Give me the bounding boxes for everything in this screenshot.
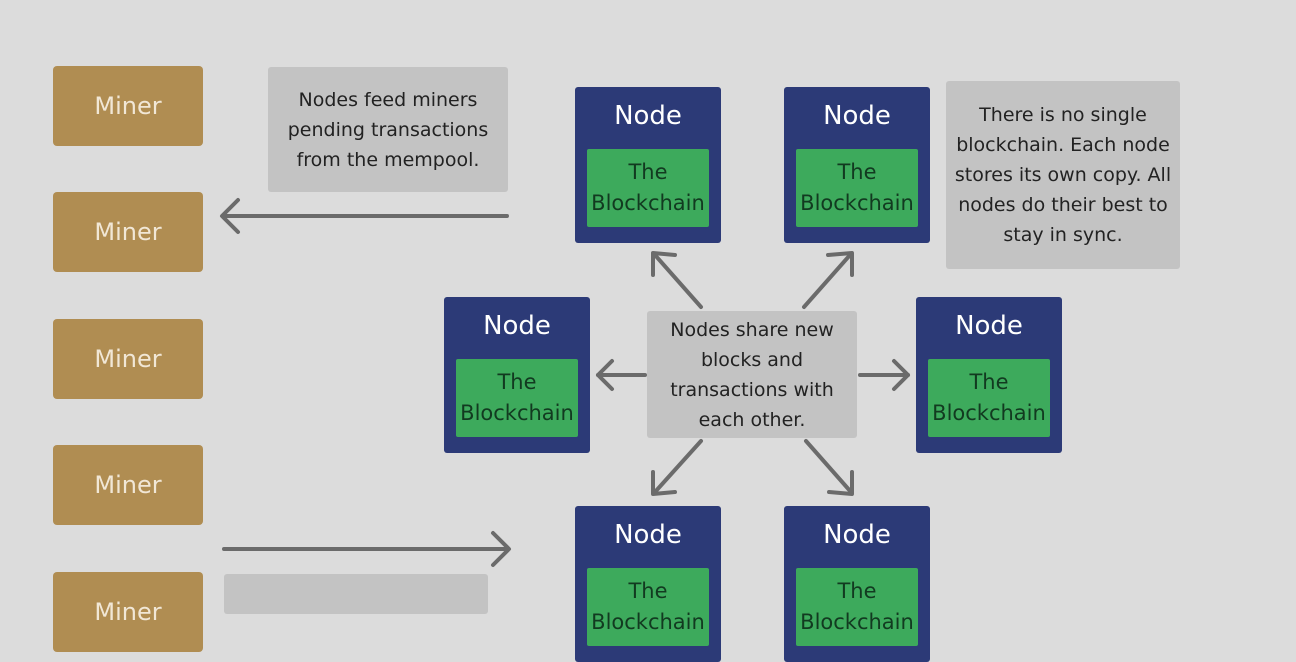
node-title: Node <box>955 311 1023 341</box>
note-share-text: Nodes share new blocks and transactions … <box>670 318 834 431</box>
blockchain-box: The Blockchain <box>587 149 709 227</box>
arrows-layer <box>220 198 910 567</box>
miner-box: Miner <box>53 319 203 399</box>
blockchain-label: The Blockchain <box>591 160 705 215</box>
node-title: Node <box>614 520 682 550</box>
arrow-down-right <box>804 439 854 496</box>
note-feed-text: Nodes feed miners pending transactions f… <box>287 88 489 171</box>
blockchain-box: The Blockchain <box>796 149 918 227</box>
note-single-blockchain: There is no single blockchain. Each node… <box>946 81 1180 269</box>
note-feed-miners: Nodes feed miners pending transactions f… <box>268 67 508 192</box>
miner-box: Miner <box>53 66 203 146</box>
node-title: Node <box>614 101 682 131</box>
arrow-down-left <box>651 439 703 496</box>
arrow-left <box>596 359 647 391</box>
miner-label: Miner <box>94 92 162 120</box>
miner-box: Miner <box>53 445 203 525</box>
note-single-text: There is no single blockchain. Each node… <box>954 104 1172 246</box>
blockchain-box: The Blockchain <box>456 359 578 437</box>
miner-label: Miner <box>94 471 162 499</box>
node-box: Node The Blockchain <box>444 297 590 453</box>
blockchain-label: The Blockchain <box>460 370 574 425</box>
node-title: Node <box>483 311 551 341</box>
arrow-to-miners <box>220 198 509 234</box>
arrow-from-miners <box>222 531 511 567</box>
blockchain-box: The Blockchain <box>928 359 1050 437</box>
blockchain-label: The Blockchain <box>932 370 1046 425</box>
node-box: Node The Blockchain <box>575 87 721 243</box>
note-share-blocks: Nodes share new blocks and transactions … <box>647 311 857 438</box>
arrow-up-left <box>651 251 703 309</box>
node-title: Node <box>823 101 891 131</box>
miner-box: Miner <box>53 192 203 272</box>
node-box: Node The Blockchain <box>916 297 1062 453</box>
arrow-right <box>858 359 910 391</box>
node-box: Node The Blockchain <box>784 87 930 243</box>
node-title: Node <box>823 520 891 550</box>
arrow-up-right <box>802 251 854 309</box>
miner-label: Miner <box>94 218 162 246</box>
miner-label: Miner <box>94 345 162 373</box>
blockchain-label: The Blockchain <box>800 160 914 215</box>
miner-label: Miner <box>94 598 162 626</box>
